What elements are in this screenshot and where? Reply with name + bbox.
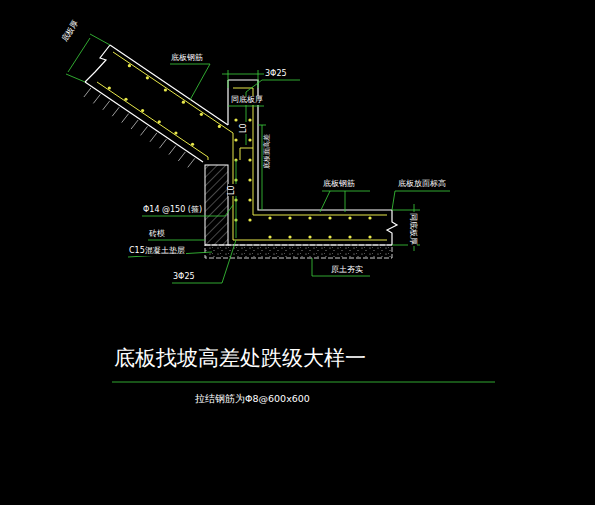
rebar-label: 3Φ25 <box>172 273 196 282</box>
length-label: L0 <box>228 184 237 196</box>
concrete-outline <box>85 45 397 245</box>
rebar-label: 3Φ25 <box>264 70 288 79</box>
material-label: 砖模 <box>148 230 166 239</box>
rebar-dot <box>174 131 177 134</box>
rebar-dot <box>248 138 251 141</box>
rebar-dot <box>308 235 311 238</box>
elevation-label: 底板放面标高 <box>397 180 447 189</box>
rebar-dot <box>328 235 331 238</box>
drawing-note: 拉结钢筋为Φ8@600x600 <box>195 393 310 406</box>
rebar-dot <box>248 198 251 201</box>
material-label: 原土夯实 <box>330 266 364 275</box>
rebar <box>97 52 387 240</box>
dimension-lines <box>66 34 495 382</box>
rebar-dot <box>248 178 251 181</box>
hatch-stroke <box>112 107 119 116</box>
rebar-dot <box>234 118 237 121</box>
rebar-dot <box>234 138 237 141</box>
hatch-stroke <box>84 88 91 97</box>
dimension-label: 同底板厚 <box>230 96 264 105</box>
hatch-stroke <box>141 126 148 135</box>
hatch-stroke <box>188 158 195 167</box>
hatch-stroke <box>93 94 100 103</box>
hatch-stroke <box>178 152 185 161</box>
stirrup-label: Φ14 @150 (箍) <box>142 206 203 215</box>
rebar-dot <box>164 88 167 91</box>
dimension-label: 底板面高差 <box>264 133 272 170</box>
rebar-label: 底板钢筋 <box>170 54 204 63</box>
rebar-dot <box>268 235 271 238</box>
rebar-dot <box>288 216 291 219</box>
dimension-label: 同底板厚 <box>408 212 417 246</box>
material-label: C15混凝土垫层 <box>128 247 186 256</box>
rebar-dot <box>146 76 149 79</box>
rebar-dot <box>191 143 194 146</box>
hatch-stroke <box>103 101 110 110</box>
dimension-label: 底板厚 <box>60 18 81 45</box>
rebar-dot <box>268 216 271 219</box>
rebar-dot <box>200 113 203 116</box>
concrete-pad <box>205 245 392 258</box>
hatch-stroke <box>159 139 166 148</box>
rebar-dot <box>141 109 144 112</box>
length-label: L0 <box>240 122 249 134</box>
rebar-dot <box>288 235 291 238</box>
rebar-dot <box>182 101 185 104</box>
rebar-dot <box>248 218 251 221</box>
rebar-dot <box>158 120 161 123</box>
rebar-dots <box>108 64 372 238</box>
hatch-stroke <box>122 114 129 123</box>
rebar-dot <box>248 118 251 121</box>
rebar-dot <box>218 125 221 128</box>
rebar-label: 底板钢筋 <box>322 180 356 189</box>
rebar-dot <box>348 216 351 219</box>
hatch-stroke <box>150 133 157 142</box>
earth-hatch <box>84 88 195 167</box>
brick-mold <box>205 165 228 245</box>
rebar-dot <box>108 86 111 89</box>
hatch-stroke <box>169 146 176 155</box>
rebar-dot <box>128 64 131 67</box>
rebar-dot <box>328 216 331 219</box>
rebar-dot <box>248 158 251 161</box>
rebar-dot <box>124 98 127 101</box>
rebar-dot <box>348 235 351 238</box>
hatch-stroke <box>131 120 138 129</box>
drawing-title: 底板找坡高差处跌级大样一 <box>114 344 366 372</box>
rebar-dot <box>308 216 311 219</box>
rebar-dot <box>368 216 371 219</box>
rebar-dot <box>368 235 371 238</box>
